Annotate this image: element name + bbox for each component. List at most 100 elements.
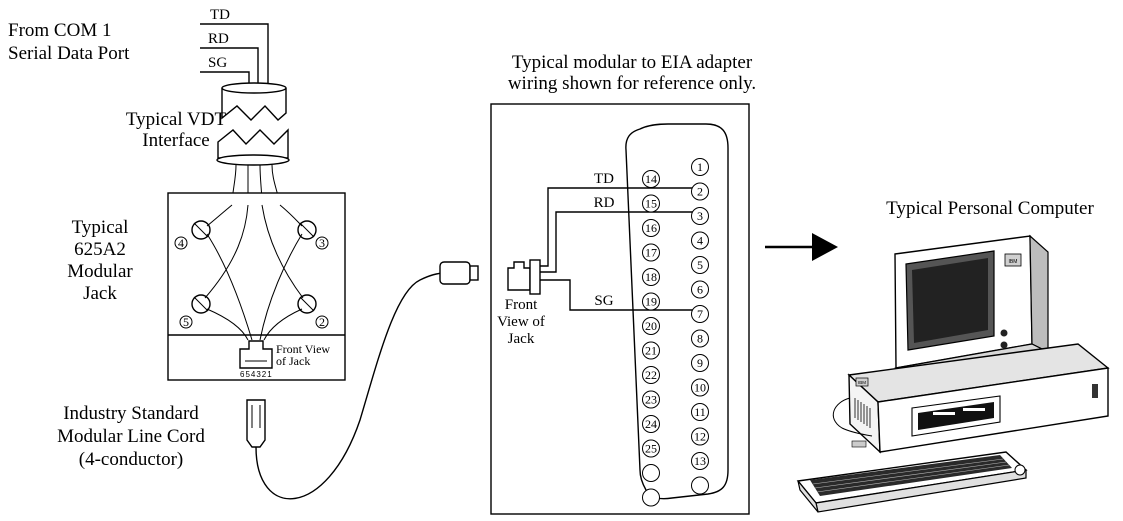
pin-left-label-19: 19 <box>645 295 657 309</box>
db25-connector-shell <box>625 123 729 500</box>
pin-left-25 <box>642 439 660 458</box>
pin-left-19 <box>642 292 660 311</box>
pin-left-23 <box>642 390 660 409</box>
pin-right-label-3: 3 <box>697 209 703 223</box>
pin-left-label-20: 20 <box>645 319 657 333</box>
adapter-rd-wire <box>540 211 697 273</box>
jack-wire-c <box>206 308 249 341</box>
adapter-sg-wire <box>540 279 697 311</box>
cord-plug-right-icon <box>439 261 471 285</box>
pin-left-17 <box>642 243 660 262</box>
cord-plug-left-icon <box>246 399 266 448</box>
com1-label-line2: Serial Data Port <box>8 43 130 64</box>
arrow-head-icon <box>812 233 838 261</box>
screw-number-5: 5 <box>183 315 189 329</box>
td-wire <box>200 23 269 84</box>
adapter-jack-line2: View of <box>497 314 545 330</box>
pin-right-7 <box>691 305 709 323</box>
pin-right-9 <box>691 354 709 372</box>
pin-left-label-17: 17 <box>645 246 657 260</box>
pin-left-label-15: 15 <box>645 197 657 211</box>
pin-left-18 <box>642 268 660 286</box>
jack-label-line4: Jack <box>83 283 117 304</box>
pin-right-11 <box>691 403 709 421</box>
monitor-badge: IBM <box>1009 259 1018 265</box>
screw-terminal-5: 5 <box>179 294 211 329</box>
jack-label-line3: Modular <box>67 261 133 282</box>
signal-rd-label: RD <box>208 31 229 47</box>
pin-left-24 <box>642 415 660 433</box>
pin-left-label-21: 21 <box>645 344 657 358</box>
pin-right-6 <box>691 280 709 299</box>
screw-terminal-3: 3 <box>297 220 329 250</box>
pin-left-14 <box>642 170 660 188</box>
pin-right-label-8: 8 <box>697 332 703 346</box>
adapter-jack-icon <box>507 261 531 291</box>
pin-right-label-2: 2 <box>697 185 703 199</box>
wire-to-screw-4 <box>206 204 233 227</box>
vdt-interface: Typical VDT Interface <box>126 82 290 206</box>
jack-label-line2: 625A2 <box>74 239 126 260</box>
jack-wire-a <box>206 233 253 341</box>
pin-right-label-12: 12 <box>694 430 706 444</box>
plug-lower-half <box>217 128 289 159</box>
adapter-jack-line3: Jack <box>508 331 535 347</box>
com1-source: From COM 1 Serial Data Port TD RD SG <box>8 7 269 84</box>
pin-right-label-1: 1 <box>697 160 703 174</box>
adapter-td-label: TD <box>594 171 614 187</box>
direction-arrow <box>765 233 838 261</box>
pin-right-3 <box>691 207 709 225</box>
pin-right-label-11: 11 <box>694 405 706 419</box>
pin-right-label-13: 13 <box>694 454 706 468</box>
cord-cable <box>255 272 446 500</box>
computer-label: Typical Personal Computer <box>886 198 1094 219</box>
screw-terminal-4: 4 <box>174 220 211 250</box>
pin-right-1 <box>691 158 709 176</box>
plug-bottom-rim <box>216 154 290 166</box>
pin-right-13 <box>691 452 709 470</box>
adapter-caption-line1: Typical modular to EIA adapter <box>512 52 753 73</box>
signal-sg-label: SG <box>208 55 227 71</box>
personal-computer: Typical Personal Computer IBM IBM <box>796 198 1110 513</box>
screw-number-3: 3 <box>319 236 325 250</box>
pin-right-10 <box>691 378 709 397</box>
pin-right-2 <box>691 182 709 201</box>
jack-wire-d <box>263 308 303 341</box>
screw-number-4: 4 <box>178 236 184 250</box>
vdt-label-line2: Interface <box>142 130 210 151</box>
cord-label-line1: Industry Standard <box>63 403 199 424</box>
pin-right-5 <box>691 256 709 274</box>
rd-wire <box>200 47 259 84</box>
jack-pin-numbers: 654321 <box>240 370 273 379</box>
plug-top-rim <box>221 82 287 94</box>
pin-left-label-24: 24 <box>645 417 657 431</box>
modular-jack-625a2: Typical 625A2 Modular Jack 4 3 5 2 <box>67 192 346 381</box>
pin-right-label-5: 5 <box>697 258 703 272</box>
modular-line-cord: Industry Standard Modular Line Cord (4-c… <box>57 261 479 500</box>
com1-label-line1: From COM 1 <box>8 20 111 41</box>
pin-right-label-10: 10 <box>694 381 706 395</box>
jack-front-view-line1: Front View <box>276 342 330 356</box>
pin-right-label-9: 9 <box>697 356 703 370</box>
pin-left-21 <box>642 341 660 360</box>
pin-right-label-6: 6 <box>697 283 703 297</box>
pin-left-label-22: 22 <box>645 368 657 382</box>
pin-right-blank <box>691 476 709 495</box>
cord-label-line3: (4-conductor) <box>79 449 183 470</box>
pin-left-label-23: 23 <box>645 393 657 407</box>
adapter-sg-label: SG <box>594 293 613 309</box>
monitor-icon: IBM <box>894 234 1050 379</box>
pin-right-label-7: 7 <box>697 307 703 321</box>
wire-to-screw-3 <box>279 204 303 227</box>
pin-left-blank <box>642 464 660 482</box>
keyboard-icon <box>796 440 1028 513</box>
system-unit-badge: IBM <box>858 380 866 385</box>
pin-left-label-16: 16 <box>645 221 657 235</box>
pin-right-12 <box>691 427 709 446</box>
pin-left-label-18: 18 <box>645 270 657 284</box>
adapter-jack-contact-block <box>529 259 541 295</box>
adapter-rd-label: RD <box>594 195 615 211</box>
